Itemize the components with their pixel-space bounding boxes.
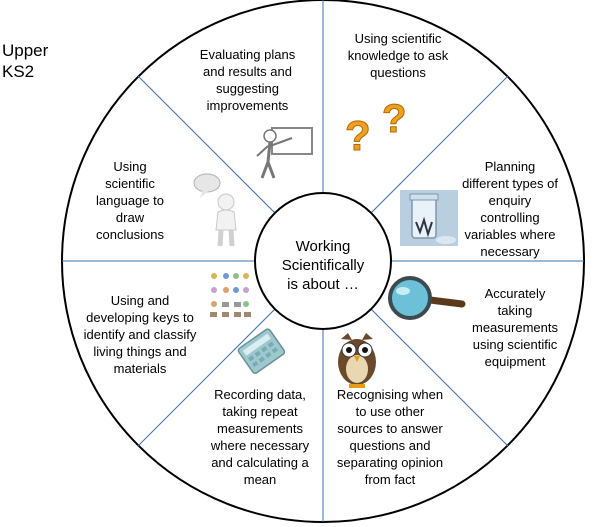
inner-circle [254, 192, 392, 330]
segment-text-line: and results and [203, 64, 292, 79]
segment-text-line: language to [96, 193, 164, 208]
segment-text-line: necessary [480, 244, 540, 259]
segment-planning-text: Planning different types of enquiry cont… [450, 158, 570, 260]
segment-text-line: Planning [484, 159, 536, 174]
segment-recording-text: Recording data, taking repeat measuremen… [198, 386, 322, 488]
segment-text-line: Recognising when [336, 387, 444, 402]
segment-text-line: conclusions [96, 227, 164, 242]
speech-bubble-figure-icon [193, 173, 237, 247]
segment-text-line: taking [497, 303, 533, 318]
segment-text-line: measurements [217, 421, 303, 436]
segment-text-line: knowledge to ask [347, 48, 449, 63]
segment-text-line: questions and [349, 438, 431, 453]
segment-measurements-text: Accurately taking measurements using sci… [460, 285, 570, 370]
segment-text-line: questions [370, 65, 426, 80]
segment-keys-text: Using and developing keys to identify an… [72, 292, 208, 377]
segment-text-line: improvements [206, 98, 289, 113]
segment-text-line: from fact [364, 472, 416, 487]
segment-text-line: mean [243, 472, 277, 487]
segment-text-line: Recording data, [214, 387, 306, 402]
segment-text-line: developing keys to [86, 310, 194, 325]
segment-text-line: identify and classify [83, 327, 197, 342]
segment-text-line: where necessary [210, 438, 310, 453]
segment-language-text: Using scientific language to draw conclu… [74, 158, 186, 243]
stage-label-line: KS2 [2, 62, 35, 81]
magnifying-glass-icon [388, 276, 466, 320]
center-label: Working Scientifically is about … [263, 237, 383, 294]
segment-text-line: separating opinion [336, 455, 444, 470]
segment-text-line: taking repeat [222, 404, 298, 419]
segment-text-line: materials [113, 361, 167, 376]
stage-label-line: Upper [2, 41, 49, 60]
segment-text-line: suggesting [216, 81, 279, 96]
segment-text-line: to use other [355, 404, 425, 419]
segment-text-line: Using [113, 159, 147, 174]
svg-text:?: ? [382, 97, 406, 141]
segment-text-line: and calculating a [211, 455, 309, 470]
segment-text-line: Accurately [484, 286, 546, 301]
segment-text-line: scientific [105, 176, 155, 191]
segment-text-line: draw [115, 210, 145, 225]
segment-text-line: variables where [464, 227, 556, 242]
lab-beaker-photo-icon [400, 190, 458, 246]
segment-text-line: living things and [93, 344, 187, 359]
classification-chart-icon [210, 273, 251, 317]
question-marks-icon: ? ? [345, 97, 407, 160]
segment-sources-text: Recognising when to use other sources to… [326, 386, 454, 488]
calculator-icon [237, 328, 286, 374]
segment-text-line: different types of [462, 176, 558, 191]
segment-text-line: controlling [480, 210, 540, 225]
center-label-line: Working [295, 238, 351, 255]
segment-text-line: equipment [484, 354, 546, 369]
segment-text-line: measurements [472, 320, 558, 335]
segment-text-line: using scientific [472, 337, 558, 352]
center-label-line: Scientifically [281, 257, 365, 274]
segment-evaluating-text: Evaluating plans and results and suggest… [180, 46, 315, 114]
segment-text-line: sources to answer [337, 421, 443, 436]
segment-text-line: Evaluating plans [199, 47, 296, 62]
stage-label: Upper KS2 [2, 40, 48, 82]
center-label-line: is about … [287, 276, 359, 293]
svg-text:?: ? [345, 112, 371, 159]
segment-text-line: Using and [110, 293, 170, 308]
presenter-at-board-icon [256, 127, 313, 179]
owl-icon [338, 333, 376, 388]
segment-questions-text: Using scientific knowledge to ask questi… [328, 30, 468, 81]
segment-text-line: enquiry [488, 193, 532, 208]
segment-text-line: Using scientific [354, 31, 442, 46]
